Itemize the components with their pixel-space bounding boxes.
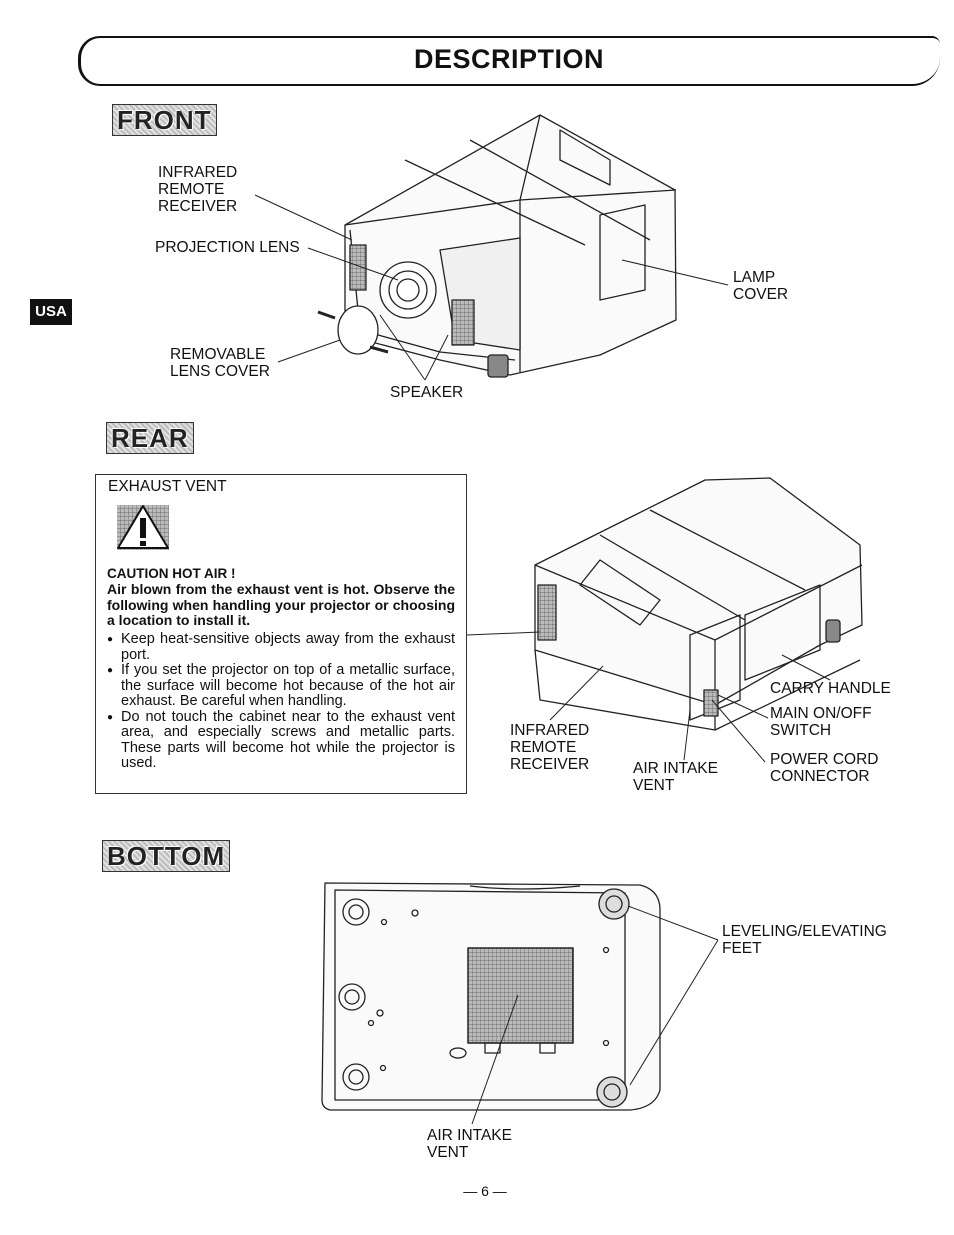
power-cord-connector-label: POWER CORD CONNECTOR (770, 751, 879, 785)
front-ir-receiver-label: INFRARED REMOTE RECEIVER (158, 164, 238, 215)
bottom-section-badge: BOTTOM (102, 840, 231, 872)
lamp-cover-label: LAMP COVER (733, 269, 789, 303)
main-switch-label: MAIN ON/OFF SWITCH (770, 705, 872, 739)
exhaust-vent-label: EXHAUST VENT (108, 478, 227, 495)
rear-ir-receiver-label: INFRARED REMOTE RECEIVER (510, 722, 590, 773)
leader-lines (254, 194, 831, 1125)
bottom-air-intake-vent-label: AIR INTAKE VENT (427, 1127, 512, 1161)
region-badge: USA (30, 299, 72, 325)
speaker-label: SPEAKER (390, 384, 464, 401)
rear-projector-illustration (534, 477, 863, 731)
leveling-feet-label: LEVELING/ELEVATING FEET (722, 923, 887, 957)
projection-lens-label: PROJECTION LENS (155, 239, 300, 256)
caution-body: Air blown from the exhaust vent is hot. … (107, 581, 455, 628)
rear-air-intake-vent-label: AIR INTAKE VENT (633, 760, 718, 794)
title-frame (78, 36, 940, 86)
page-title: DESCRIPTION (413, 44, 605, 74)
caution-bullet: Keep heat-sensitive objects away from th… (107, 631, 455, 663)
front-projector-illustration (317, 114, 677, 378)
page-number: — 6 — (463, 1183, 507, 1199)
bottom-view-illustration (321, 882, 661, 1111)
warning-triangle-icon (117, 505, 169, 550)
caution-heading: CAUTION HOT AIR ! (107, 566, 236, 581)
caution-box: EXHAUST VENT CAUTION HOT AIR ! Air blown… (95, 474, 467, 794)
caution-bullet-list: Keep heat-sensitive objects away from th… (107, 631, 455, 772)
caution-bullet: Do not touch the cabinet near to the exh… (107, 709, 455, 772)
removable-lens-cover-label: REMOVABLE LENS COVER (170, 346, 270, 380)
carry-handle-label: CARRY HANDLE (770, 680, 891, 697)
front-section-badge: FRONT (112, 104, 217, 136)
caution-bullet: If you set the projector on top of a met… (107, 662, 455, 710)
rear-section-badge: REAR (106, 422, 194, 454)
